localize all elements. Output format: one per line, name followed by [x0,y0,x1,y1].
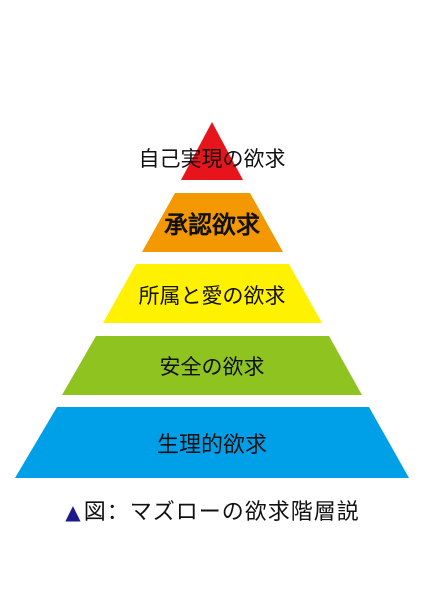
tier-esteem-label: 承認欲求 [164,211,260,239]
figure-caption: ▲図：マズローの欲求階層説 [0,494,425,526]
tier-belonging-shape [103,264,322,323]
triangle-marker-icon: ▲ [65,500,82,524]
caption-text: 図：マズローの欲求階層説 [83,500,360,525]
tier-safety-shape [62,336,362,395]
tier-self-actualization-label: 自己実現の欲求 [139,147,286,171]
tier-physiological-label: 生理的欲求 [157,433,267,458]
tier-belonging-label: 所属と愛の欲求 [139,284,286,308]
tier-safety-label: 安全の欲求 [160,355,265,379]
tier-self-actualization-shape [181,122,243,180]
tier-physiological-shape [15,407,409,478]
tier-esteem-shape [142,193,283,252]
